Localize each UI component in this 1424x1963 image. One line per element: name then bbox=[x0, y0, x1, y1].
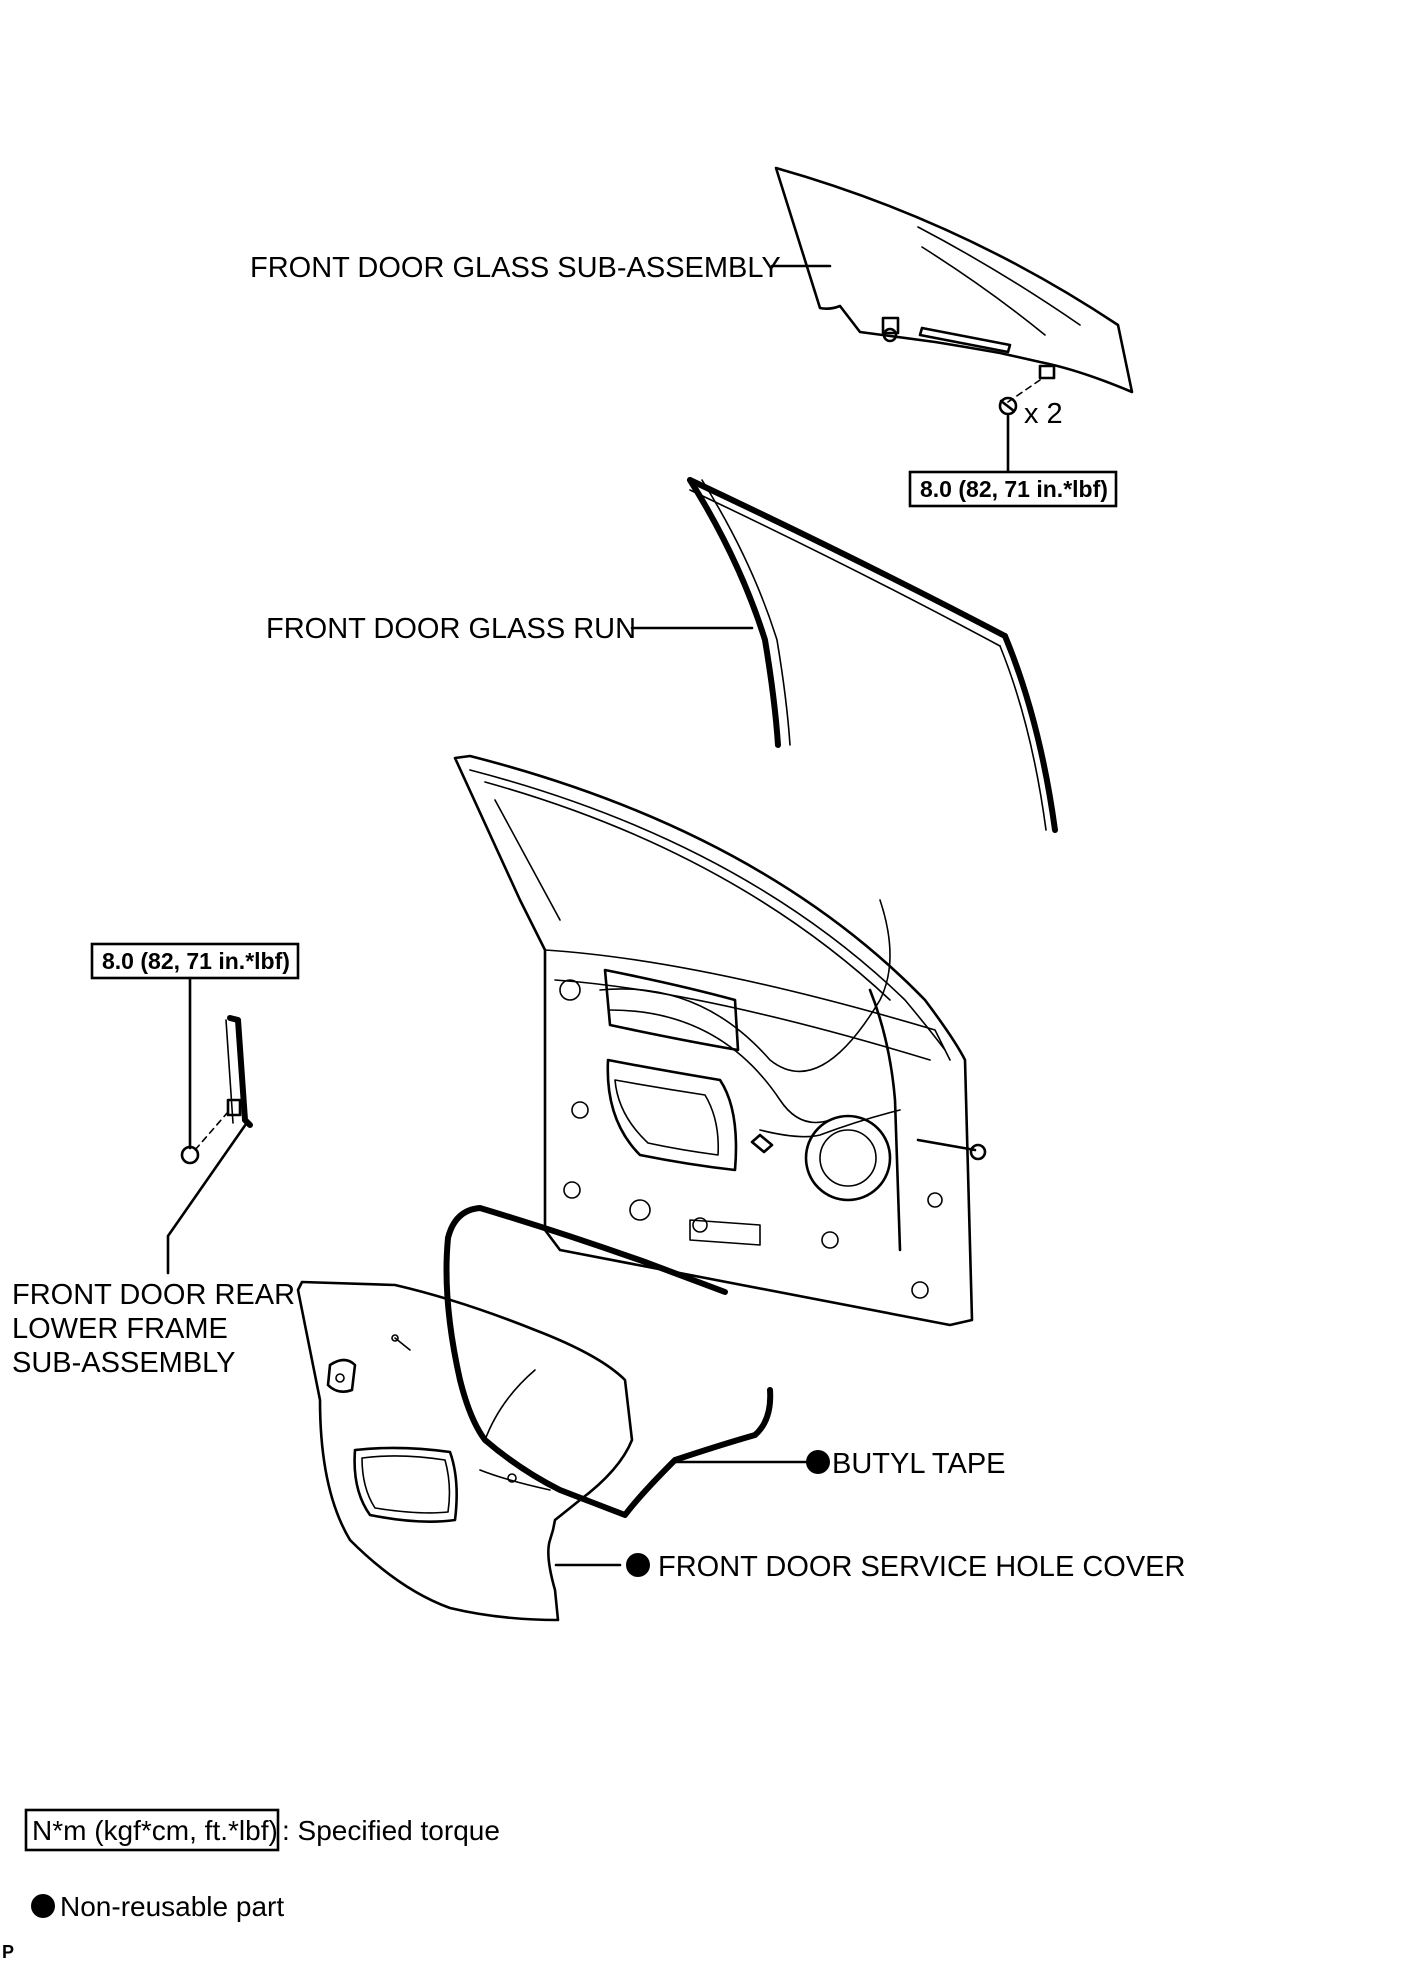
legend-torque-units: N*m (kgf*cm, ft.*lbf) bbox=[32, 1815, 278, 1846]
torque-spec-glass: 8.0 (82, 71 in.*lbf) bbox=[920, 476, 1108, 502]
rear-lower-frame-drawing bbox=[180, 1015, 253, 1165]
rear-lower-frame-leader bbox=[166, 1122, 248, 1275]
service-hole-cover-nonreusable-icon bbox=[626, 1553, 650, 1577]
front-door-glass-run-drawing bbox=[687, 477, 1058, 833]
legend-nonreusable-icon bbox=[31, 1894, 55, 1918]
glass-bolt-drawing bbox=[998, 379, 1041, 416]
rear-lower-frame-label-line3: SUB-ASSEMBLY bbox=[12, 1347, 235, 1379]
legend-torque-text: : Specified torque bbox=[282, 1815, 500, 1846]
torque-box-glass bbox=[908, 470, 1118, 508]
service-hole-cover-label: FRONT DOOR SERVICE HOLE COVER bbox=[658, 1551, 1185, 1583]
corner-mark: P bbox=[2, 1942, 14, 1962]
legend-torque-box bbox=[24, 1808, 280, 1852]
rear-lower-frame-label-line1: FRONT DOOR REAR bbox=[12, 1279, 295, 1311]
front-door-panel-drawing bbox=[453, 754, 987, 1327]
torque-box-rear-frame bbox=[90, 942, 300, 980]
butyl-tape-nonreusable-icon bbox=[806, 1450, 830, 1474]
glass-sub-assembly-label: FRONT DOOR GLASS SUB-ASSEMBLY bbox=[250, 252, 781, 284]
glass-run-label: FRONT DOOR GLASS RUN bbox=[266, 613, 636, 645]
legend-nonreusable-text: Non-reusable part bbox=[60, 1891, 284, 1922]
front-door-glass-drawing bbox=[774, 166, 1134, 394]
rear-lower-frame-label-line2: LOWER FRAME bbox=[12, 1313, 228, 1345]
butyl-tape-label: BUTYL TAPE bbox=[832, 1448, 1006, 1480]
bolt-quantity: x 2 bbox=[1024, 398, 1063, 430]
butyl-tape-drawing bbox=[443, 1205, 774, 1518]
service-hole-cover-drawing bbox=[296, 1280, 634, 1622]
torque-spec-rear-frame: 8.0 (82, 71 in.*lbf) bbox=[102, 948, 290, 974]
